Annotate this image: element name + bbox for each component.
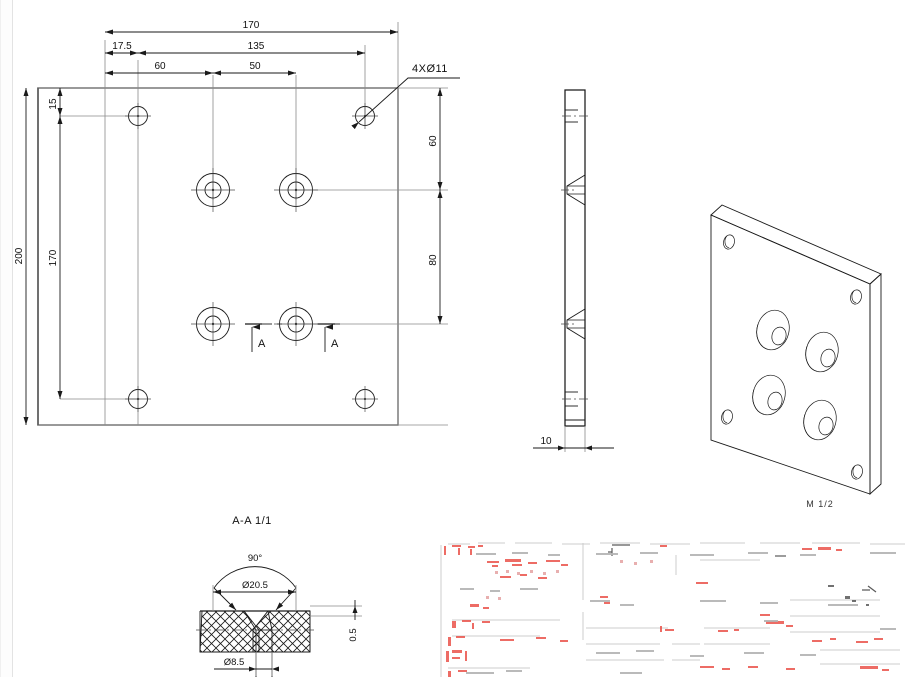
side-view-countersink-lower bbox=[561, 308, 586, 340]
section-detail-a-a: A-A 1/1 90° bbox=[196, 515, 362, 677]
dimension-17_5: 17.5 bbox=[105, 41, 138, 56]
corner-hole-bottom-right bbox=[352, 386, 378, 412]
dimension-depth-0-5: 0.5 bbox=[310, 600, 362, 642]
side-view-bottom-marks bbox=[562, 391, 588, 421]
section-arrow-label-left: A bbox=[258, 338, 266, 350]
dim-17-5-label: 17.5 bbox=[112, 41, 132, 52]
side-view-top-marks bbox=[562, 109, 588, 123]
dimension-50-top: 50 bbox=[213, 61, 296, 76]
dimension-80-right: 80 bbox=[428, 190, 443, 324]
hole-callout-label: 4XØ11 bbox=[412, 63, 448, 75]
dimension-15: 15 bbox=[48, 88, 63, 116]
front-view-plate bbox=[37, 87, 399, 426]
dimension-170: 170 bbox=[105, 20, 398, 35]
corner-hole-top-left bbox=[125, 103, 151, 129]
corner-hole-top-right bbox=[352, 103, 378, 129]
section-arrow-label-right: A bbox=[331, 338, 339, 350]
countersunk-hole-2 bbox=[274, 168, 318, 212]
side-view-countersink-upper bbox=[561, 174, 586, 206]
section-detail-title: A-A 1/1 bbox=[232, 515, 272, 527]
iso-corner-holes bbox=[721, 234, 863, 480]
corner-hole-bottom-left bbox=[125, 386, 151, 412]
isometric-view: M 1/2 bbox=[710, 204, 882, 509]
dim-60-top-label: 60 bbox=[154, 61, 166, 72]
page-left-margin bbox=[0, 0, 13, 677]
front-view-extension-lines bbox=[38, 22, 448, 426]
dim-60-right-label: 60 bbox=[428, 135, 439, 147]
iso-countersink-3 bbox=[752, 374, 786, 416]
dim-thickness-label: 10 bbox=[540, 436, 552, 447]
iso-countersink-1 bbox=[756, 309, 790, 351]
side-view: 10 bbox=[533, 89, 614, 452]
section-cut-line-a-a: A A bbox=[245, 323, 340, 352]
angle-90-label: 90° bbox=[248, 553, 263, 564]
dim-135-label: 135 bbox=[248, 41, 265, 52]
countersunk-hole-3 bbox=[191, 302, 235, 346]
dimension-170-vert: 170 bbox=[48, 116, 63, 399]
iso-countersink-2 bbox=[805, 331, 839, 373]
through-dia-label: Ø8.5 bbox=[224, 657, 245, 668]
dimension-counterbore-dia: Ø20.5 bbox=[212, 580, 297, 611]
dimension-through-dia: Ø8.5 bbox=[214, 652, 279, 676]
hole-callout-leader: 4XØ11 bbox=[351, 63, 460, 130]
dimension-60-right: 60 bbox=[428, 88, 443, 190]
counterbore-dia-label: Ø20.5 bbox=[242, 580, 268, 591]
dim-200-label: 200 bbox=[14, 247, 25, 264]
dim-170-vert-label: 170 bbox=[48, 249, 59, 266]
dim-80-right-label: 80 bbox=[428, 254, 439, 266]
iso-scale-label: M 1/2 bbox=[806, 499, 834, 509]
dimension-135: 135 bbox=[138, 41, 365, 56]
dim-15-label: 15 bbox=[48, 98, 59, 110]
title-block bbox=[440, 542, 905, 677]
depth-0-5-label: 0.5 bbox=[348, 628, 359, 641]
dim-170-label: 170 bbox=[243, 20, 260, 31]
iso-countersink-4 bbox=[803, 399, 837, 441]
dimension-200: 200 bbox=[14, 88, 29, 425]
countersunk-hole-1 bbox=[191, 168, 235, 212]
dim-50-top-label: 50 bbox=[249, 61, 261, 72]
dimension-thickness-10: 10 bbox=[533, 426, 614, 452]
dimension-60-top: 60 bbox=[105, 61, 213, 76]
